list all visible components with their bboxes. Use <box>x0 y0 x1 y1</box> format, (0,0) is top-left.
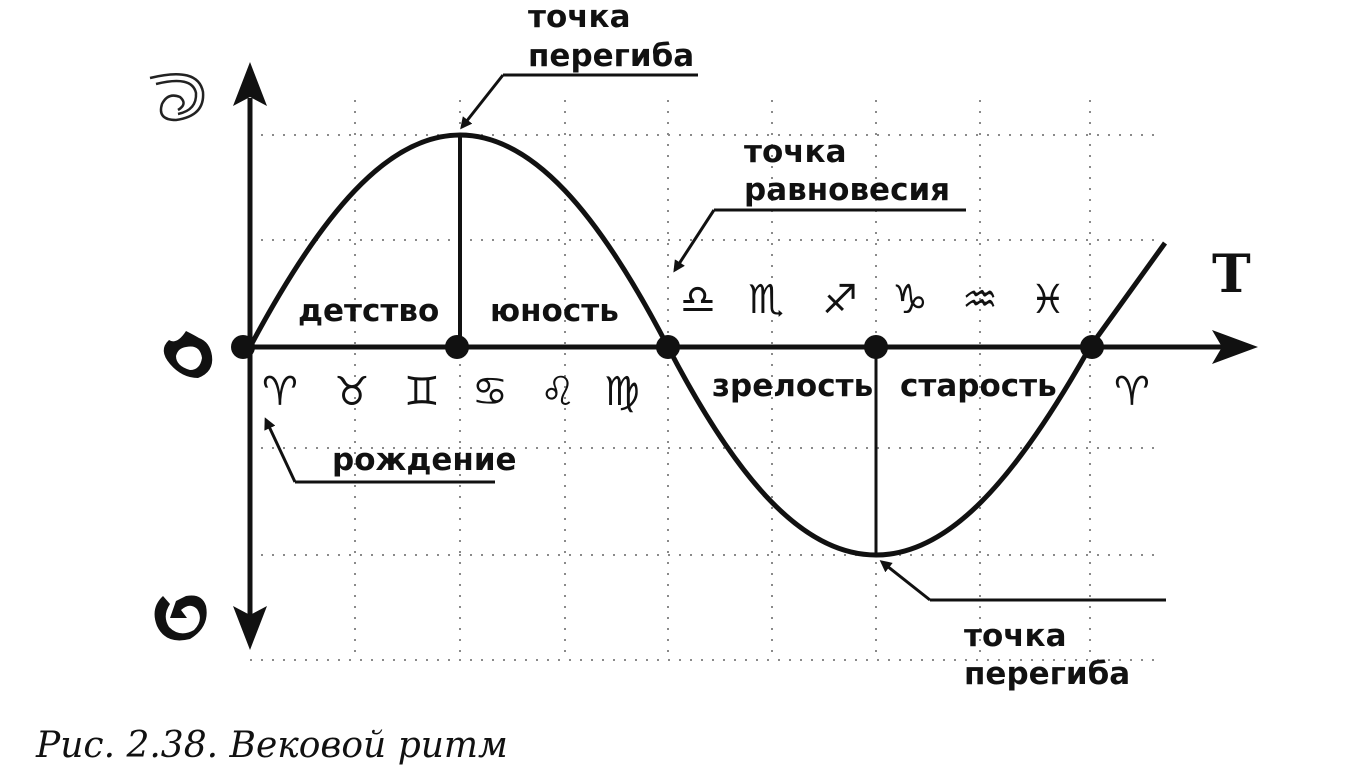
zodiac-gemini-icon: ♊ <box>404 369 440 415</box>
equilibrium-arrow <box>673 209 716 273</box>
vertical-axis-down-arrow <box>233 606 267 650</box>
end-point <box>1080 335 1104 359</box>
stage-childhood: детство <box>298 293 439 329</box>
vertical-axis-up-arrow <box>233 62 267 106</box>
birth-point <box>231 335 255 359</box>
bottom-inflection-arrow <box>879 560 931 602</box>
top-glyph <box>149 72 205 122</box>
middle-glyph <box>163 331 213 378</box>
time-axis-label: T <box>1212 244 1251 305</box>
zodiac-virgo-icon: ♍ <box>604 369 640 415</box>
zodiac-aries-icon: ♈ <box>262 369 298 415</box>
bottom-glyph <box>154 595 207 641</box>
top-inflection-label-line1: точка <box>528 0 631 35</box>
zodiac-scorpio-icon: ♏ <box>748 277 784 323</box>
point-4 <box>864 335 888 359</box>
birth-arrow <box>264 417 297 483</box>
figure-caption: Рис. 2.38. Вековой ритм <box>35 725 508 766</box>
equilibrium-label-line1: точка <box>744 134 847 170</box>
zodiac-aries-end-icon: ♈ <box>1114 369 1150 415</box>
birth-label: рождение <box>332 442 517 478</box>
zodiac-pisces-icon: ♓ <box>1030 277 1066 323</box>
stage-old-age: старость <box>900 368 1057 404</box>
zodiac-taurus-icon: ♉ <box>334 369 370 415</box>
bottom-inflection-label-line1: точка <box>964 618 1067 654</box>
equilibrium-point <box>656 335 680 359</box>
zodiac-cancer-icon: ♋ <box>472 369 508 415</box>
point-2 <box>445 335 469 359</box>
top-inflection-arrow <box>460 74 505 130</box>
zodiac-leo-icon: ♌ <box>540 369 576 415</box>
equilibrium-label-line2: равновесия <box>744 172 950 208</box>
top-inflection-label-line2: перегиба <box>528 38 694 74</box>
zodiac-sagittarius-icon: ♐ <box>822 277 858 323</box>
stage-maturity: зрелость <box>712 368 873 404</box>
zodiac-aquarius-icon: ♒ <box>962 277 998 323</box>
bottom-inflection-label-line2: перегиба <box>964 656 1130 692</box>
time-axis-arrow <box>1212 330 1258 364</box>
zodiac-libra-icon: ♎ <box>680 277 716 323</box>
stage-youth: юность <box>490 293 619 329</box>
zodiac-capricorn-icon: ♑ <box>892 277 928 323</box>
